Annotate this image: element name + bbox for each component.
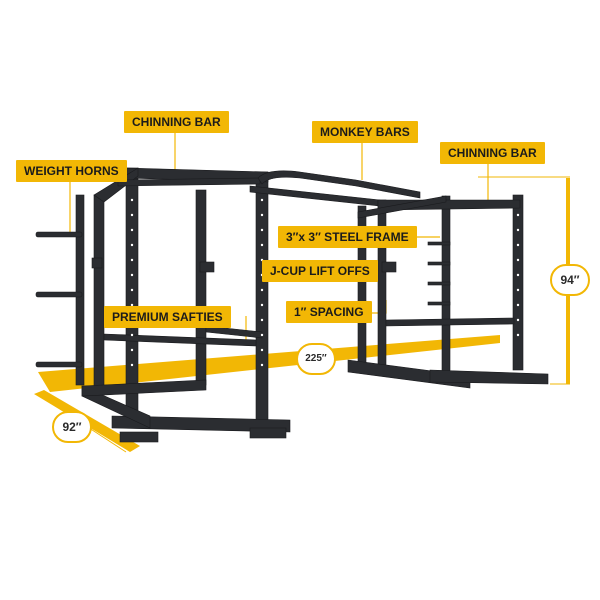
base-front — [111, 415, 291, 433]
weight-horn — [35, 291, 83, 298]
monkey-bars-rail — [249, 185, 381, 207]
upright-back-left — [93, 194, 105, 391]
right-base-back — [429, 369, 549, 385]
dimension-length: 225″ — [296, 343, 336, 375]
upright-front-right — [255, 171, 269, 428]
right-safety — [385, 317, 515, 327]
weight-horn — [35, 231, 83, 238]
label-steel-frame: 3″x 3″ STEEL FRAME — [278, 226, 417, 248]
foot-plate — [249, 427, 287, 439]
dimension-height: 94″ — [550, 264, 590, 296]
label-spacing: 1″ SPACING — [286, 301, 372, 323]
j-cup — [199, 261, 215, 273]
chinning-bar-left — [117, 177, 261, 187]
ladder-rung — [427, 241, 451, 246]
right-side-top — [357, 195, 447, 219]
monkey-bars-rail — [257, 170, 421, 199]
dimension-depth: 92″ — [52, 411, 92, 443]
label-weight-horns: WEIGHT HORNS — [16, 160, 127, 182]
ladder-rung — [427, 301, 451, 306]
label-chinning-bar-left: CHINNING BAR — [124, 111, 229, 133]
upright-right-b — [441, 195, 451, 377]
storage-post — [75, 194, 85, 386]
safety-arm — [205, 325, 263, 339]
foot-plate — [119, 431, 159, 443]
ladder-rung — [427, 261, 451, 266]
label-monkey-bars: MONKEY BARS — [312, 121, 418, 143]
ladder-rung — [427, 281, 451, 286]
upright-right-a — [377, 199, 387, 366]
base-back — [81, 379, 207, 397]
upright-back-right — [195, 189, 207, 386]
right-j-cup — [381, 261, 397, 273]
weight-horn — [35, 361, 83, 368]
j-cup — [91, 257, 103, 269]
length-dimension-band — [38, 335, 500, 392]
label-premium-safties: PREMIUM SAFTIES — [104, 306, 231, 328]
label-chinning-bar-right: CHINNING BAR — [440, 142, 545, 164]
label-jcup-lift-offs: J-CUP LIFT OFFS — [262, 260, 378, 282]
rack-frame — [35, 167, 549, 443]
safety-arm — [103, 333, 257, 347]
upright-right-c — [512, 194, 524, 371]
